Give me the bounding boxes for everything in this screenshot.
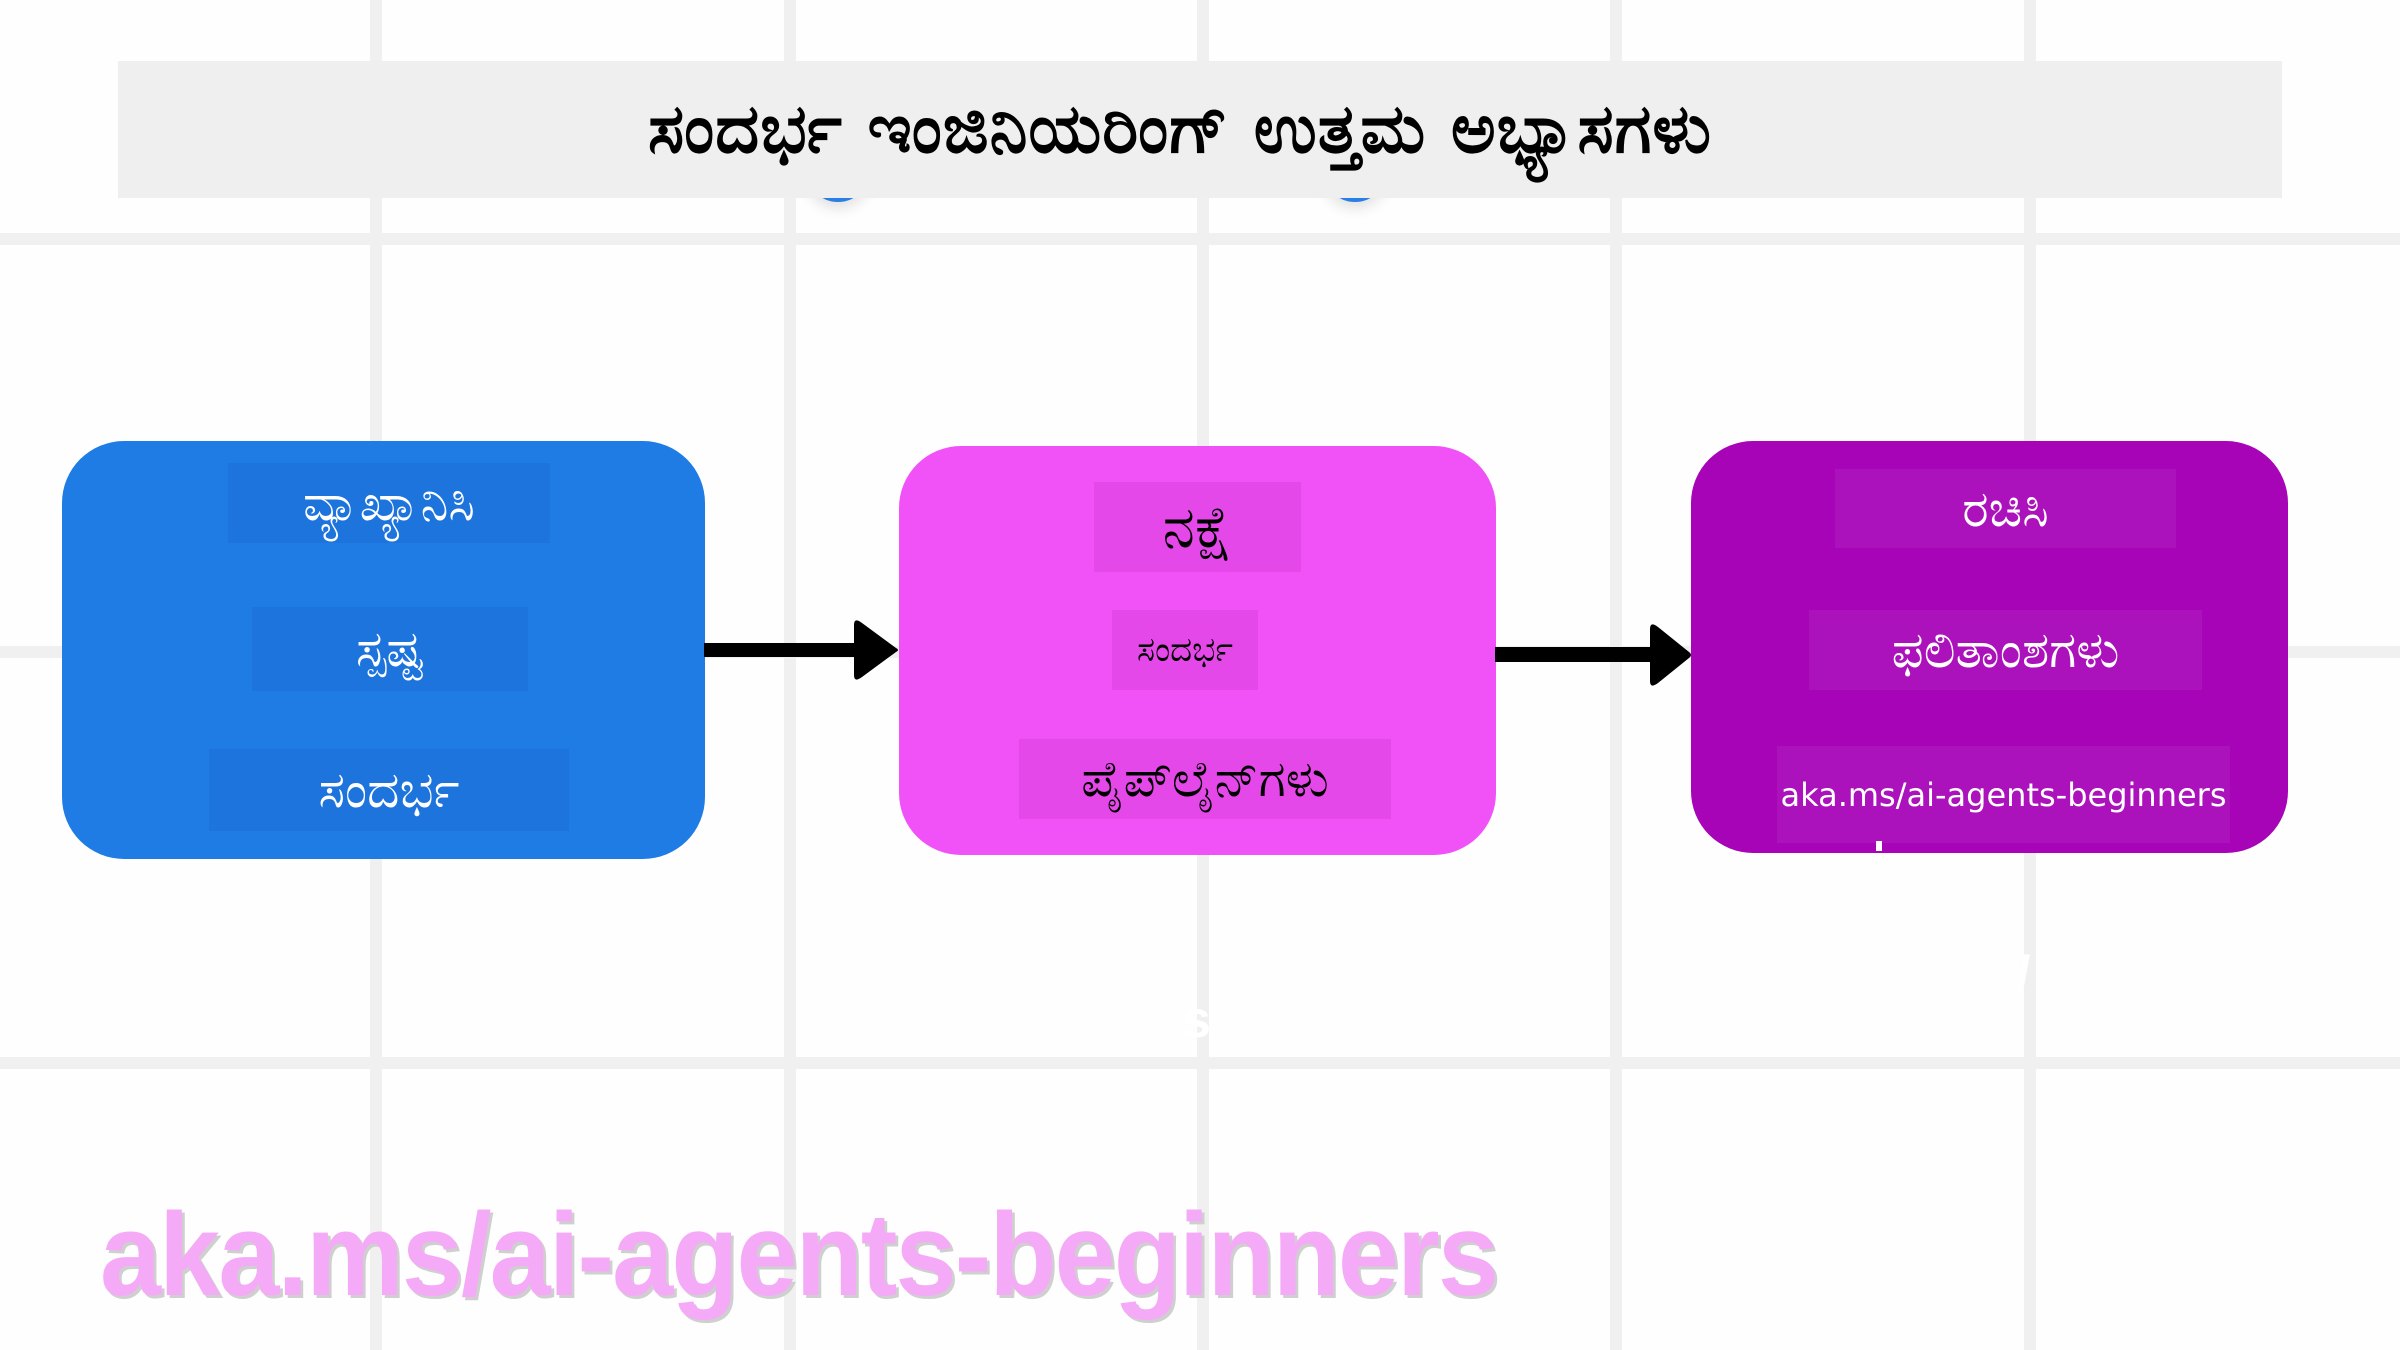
grid-line-vertical — [784, 0, 796, 1350]
grid-line-vertical — [1610, 0, 1622, 1350]
stage-map-line-1: ನಕ್ಷೆ — [1094, 482, 1301, 572]
ghost-text-artifact: / — [2016, 946, 2031, 1004]
stage-map-box: ನಕ್ಷೆ ಸಂದರ್ಭ ಪೈಪ್‌ಲೈನ್‌ಗಳು — [899, 446, 1496, 855]
stage-define-line-2: ಸ್ಪಷ್ಟ — [252, 607, 528, 691]
arrow-right-icon — [1495, 624, 1691, 686]
stage-build-box: ರಚಿಸಿ ಫಲಿತಾಂಶಗಳು aka.ms/ai-agents-beginn… — [1691, 441, 2288, 853]
stage-map-line-2: ಸಂದರ್ಭ — [1112, 610, 1258, 690]
stage-build-line-1: ರಚಿಸಿ — [1835, 469, 2176, 548]
ghost-text-artifact: s — [1182, 991, 1211, 1049]
stage-define-box: ವ್ಯಾಖ್ಯಾನಿಸಿ ಸ್ಪಷ್ಟ ಸಂದರ್ಭ — [62, 441, 705, 859]
page-title: ಸಂದರ್ಭ ಇಂಜಿನಿಯರಿಂಗ್ ಉತ್ತಮ ಅಭ್ಯಾಸಗಳು — [648, 89, 1712, 169]
stage-define-line-1: ವ್ಯಾಖ್ಯಾನಿಸಿ — [228, 463, 550, 543]
title-banner: ಸಂದರ್ಭ ಇಂಜಿನಿಯರಿಂಗ್ ಉತ್ತಮ ಅಭ್ಯಾಸಗಳು — [118, 61, 2282, 198]
stage-map-line-3: ಪೈಪ್‌ಲೈನ್‌ಗಳು — [1019, 739, 1391, 819]
stage-define-line-3: ಸಂದರ್ಭ — [209, 749, 569, 831]
arrow-right-icon — [704, 620, 898, 680]
decorative-mark — [1876, 841, 1882, 851]
stage-build-link[interactable]: aka.ms/ai-agents-beginners — [1777, 746, 2230, 843]
stage-build-line-2: ಫಲಿತಾಂಶಗಳು — [1809, 610, 2202, 690]
grid-line-horizontal — [0, 1057, 2400, 1069]
grid-line-horizontal — [0, 233, 2400, 245]
watermark-link[interactable]: aka.ms/ai-agents-beginners — [100, 1189, 1499, 1321]
